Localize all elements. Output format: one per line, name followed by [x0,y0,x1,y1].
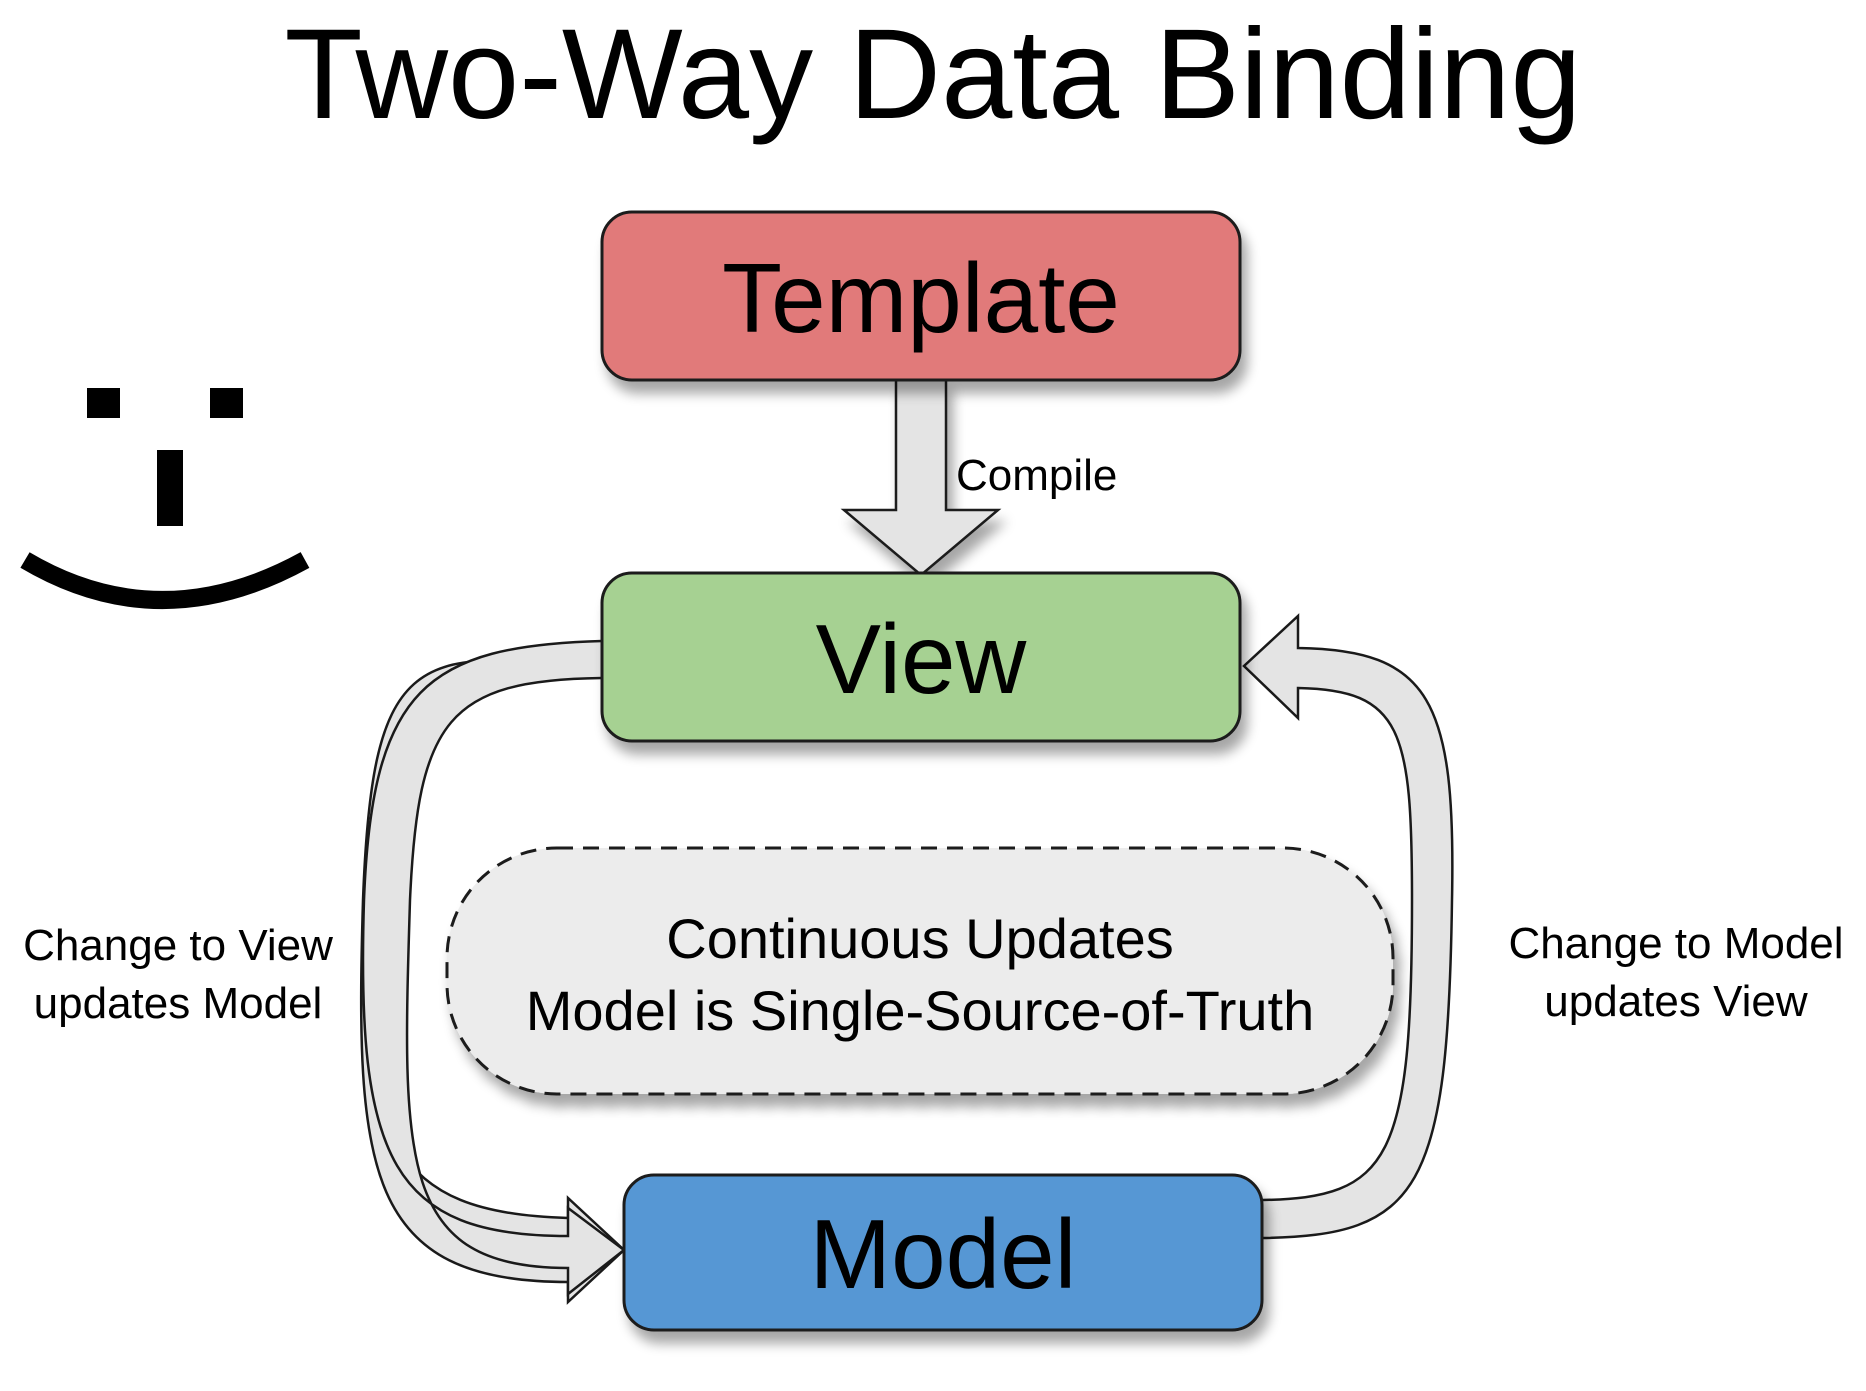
model-to-view-label-line1: Change to Model [1508,919,1843,968]
center-note: Continuous Updates Model is Single-Sourc… [445,846,1395,1096]
compile-label: Compile [956,451,1117,500]
model-box [622,1173,1264,1332]
smiley-face-icon [20,388,310,609]
view-to-model-label-line2: updates Model [34,979,323,1028]
view-to-model-arrow-body [361,639,627,1297]
view-node: View [600,571,1242,743]
view-box [600,571,1242,743]
model-to-view-label-line2: updates View [1544,977,1808,1026]
compile-arrow [840,378,1002,577]
diagram-title: Two-Way Data Binding [284,3,1581,146]
template-label: Template [722,243,1120,353]
view-to-model-label-line1: Change to View [23,921,333,970]
model-label: Model [810,1199,1077,1309]
model-to-view-arrow-body [1242,613,1454,1240]
view-label: View [816,604,1028,714]
model-node: Model [622,1173,1264,1332]
template-node: Template [600,210,1242,382]
center-note-line1: Continuous Updates [666,907,1173,970]
center-note-box [445,846,1395,1096]
template-box [600,210,1242,382]
center-note-line2: Model is Single-Source-of-Truth [526,979,1314,1042]
